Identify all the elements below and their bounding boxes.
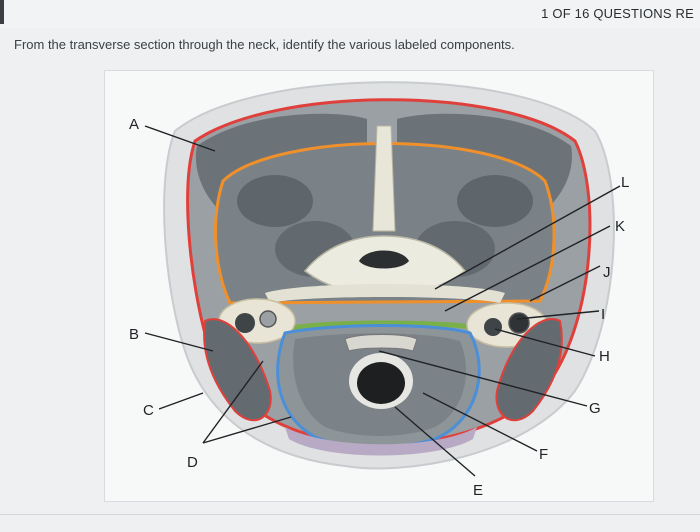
label-G: G — [589, 400, 601, 417]
label-E: E — [473, 482, 483, 499]
infrahyoid-muscles — [285, 427, 477, 456]
label-D: D — [187, 454, 198, 471]
leader-lines — [144, 125, 621, 477]
label-I: I — [601, 306, 605, 323]
transverse-process-band — [265, 284, 505, 303]
vertebral-foramen — [359, 250, 409, 269]
label-H: H — [599, 348, 610, 365]
deep-muscle-right-1 — [457, 175, 533, 227]
question-prompt: From the transverse section through the … — [14, 37, 515, 52]
bottom-divider — [0, 514, 700, 515]
sternocleidomastoid-right — [495, 318, 563, 422]
label-L: L — [621, 174, 629, 191]
spinous-process — [372, 125, 396, 232]
esophagus — [344, 334, 418, 352]
label-C: C — [143, 402, 154, 419]
neck-cross-section-figure: A B C D E F G H I J K L — [104, 70, 654, 502]
label-J: J — [603, 264, 611, 281]
label-A: A — [129, 116, 139, 133]
deep-muscle-left-1 — [237, 175, 313, 227]
question-progress: 1 OF 16 QUESTIONS RE — [541, 6, 694, 21]
label-K: K — [615, 218, 625, 235]
neck-section-illustration: A B C D E F G H I J K L — [129, 81, 629, 499]
left-accent-bar — [0, 0, 4, 24]
label-F: F — [539, 446, 548, 463]
label-B: B — [129, 326, 139, 343]
sternocleidomastoid-left — [203, 318, 272, 422]
top-bar: 1 OF 16 QUESTIONS RE — [0, 0, 700, 29]
